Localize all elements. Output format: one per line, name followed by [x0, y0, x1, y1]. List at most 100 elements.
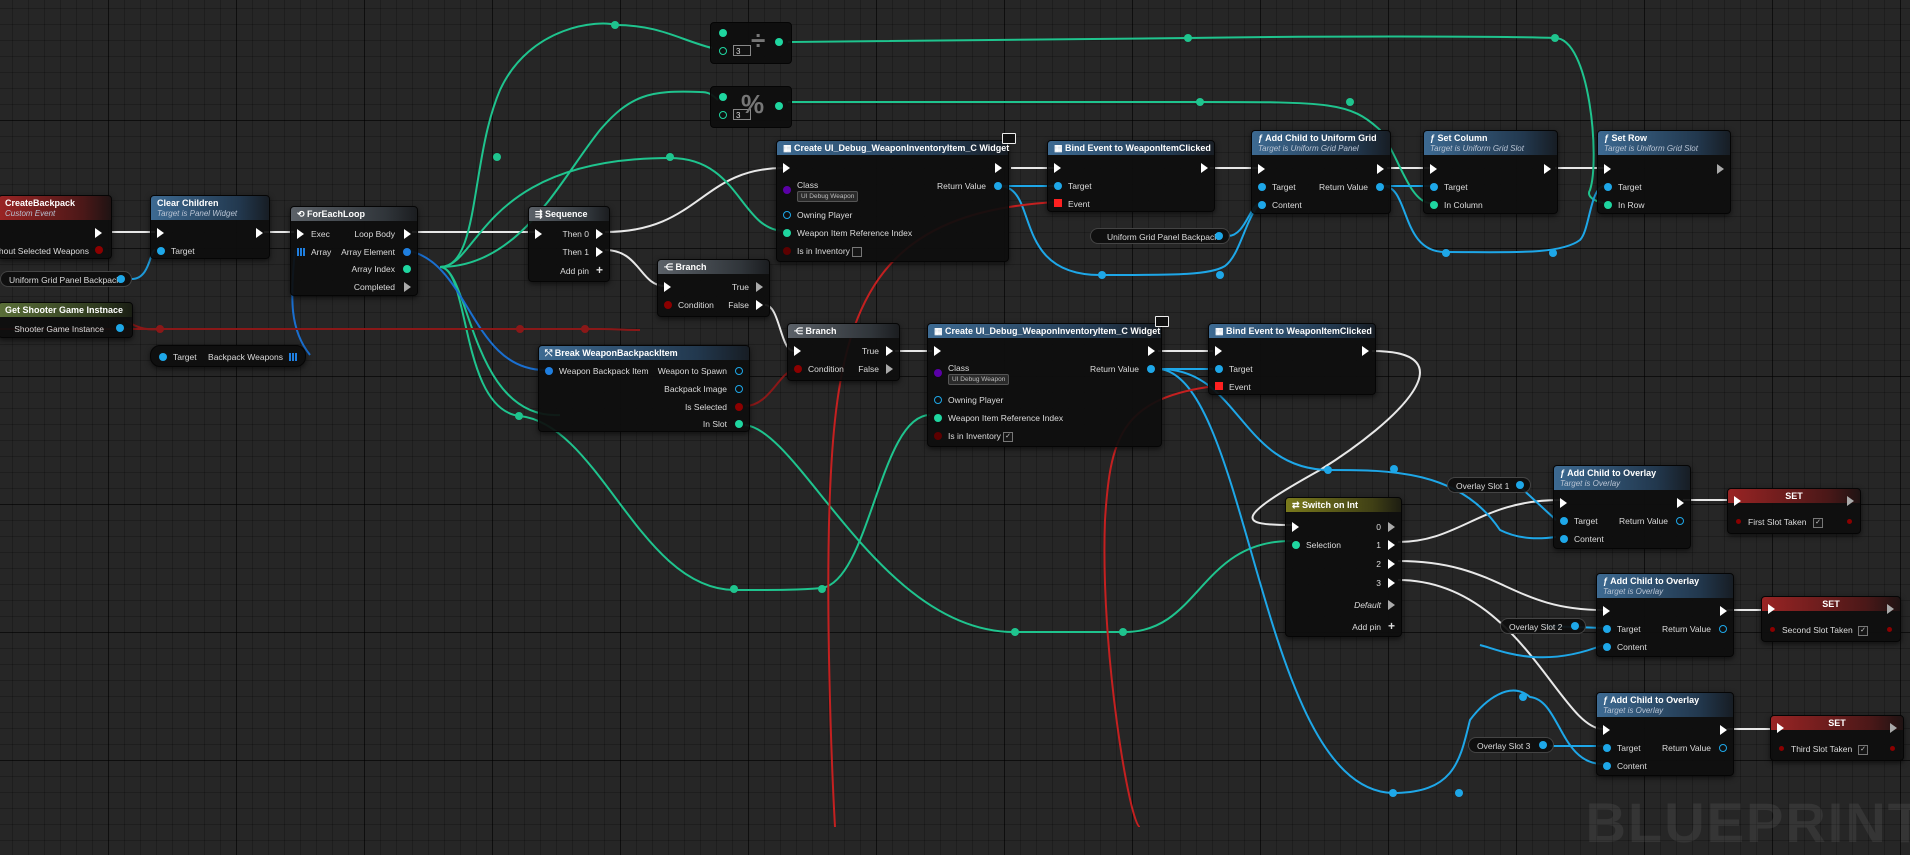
object-in-pin[interactable] — [157, 247, 165, 255]
object-out-pin[interactable] — [1539, 741, 1547, 749]
object-out-pin[interactable] — [1147, 365, 1155, 373]
create-widget-node-1[interactable]: ▦ Create UI_Debug_WeaponInventoryItem_C … — [776, 133, 1016, 262]
exec-in-pin[interactable] — [783, 163, 790, 173]
exec-out-pin[interactable] — [256, 228, 263, 238]
exec-out-pin[interactable] — [1148, 346, 1155, 356]
array-in-pin[interactable] — [297, 248, 305, 256]
exec-out-pin[interactable] — [1847, 496, 1854, 506]
exec-out-pin[interactable] — [95, 228, 102, 238]
exec-in-pin[interactable] — [1604, 164, 1611, 174]
object-out-pin[interactable] — [994, 182, 1002, 190]
object-out-pin[interactable] — [1719, 625, 1727, 633]
bool-in-pin[interactable] — [1770, 627, 1775, 632]
bool-out-pin[interactable] — [1847, 519, 1852, 524]
add-pin-button[interactable]: Add pin — [1352, 622, 1381, 632]
object-in-pin[interactable] — [1430, 183, 1438, 191]
exec-in-pin[interactable] — [1215, 346, 1222, 356]
exec-out-pin[interactable] — [1377, 164, 1384, 174]
object-in-pin[interactable] — [1603, 643, 1611, 651]
exec-out-pin[interactable] — [1388, 578, 1395, 588]
delegate-in-pin[interactable] — [1215, 382, 1223, 390]
int-in-pin[interactable] — [1604, 201, 1612, 209]
exec-out-pin[interactable] — [1388, 600, 1395, 610]
branch-node-1[interactable]: ⋲ Branch True Condition False — [657, 259, 770, 317]
exec-out-pin[interactable] — [1362, 346, 1369, 356]
overlay-slot-1-ref[interactable]: Overlay Slot 1 — [1447, 477, 1531, 493]
int-in-pin[interactable] — [719, 47, 727, 55]
create-widget-node-2[interactable]: ▦ Create UI_Debug_WeaponInventoryItem_C … — [927, 316, 1169, 447]
object-out-pin[interactable] — [1215, 232, 1223, 240]
backpack-weapons-getter-node[interactable]: Target Backpack Weapons — [150, 345, 306, 367]
exec-out-pin[interactable] — [1720, 606, 1727, 616]
int-in-pin[interactable] — [719, 93, 727, 101]
modulo-node[interactable]: 3 % — [710, 86, 792, 128]
exec-in-pin[interactable] — [297, 229, 304, 239]
divide-node[interactable]: 3 ÷ — [710, 22, 792, 64]
add-pin-button[interactable]: Add pin — [560, 266, 589, 276]
object-in-pin[interactable] — [1560, 517, 1568, 525]
bool-out-pin[interactable] — [1890, 746, 1895, 751]
exec-in-pin[interactable] — [1430, 164, 1437, 174]
exec-out-pin[interactable] — [1388, 540, 1395, 550]
exec-in-pin[interactable] — [1777, 723, 1784, 733]
class-in-pin[interactable] — [934, 369, 942, 377]
exec-in-pin[interactable] — [794, 346, 801, 356]
break-weapon-backpack-item-node[interactable]: ⤲ Break WeaponBackpackItem Weapon Backpa… — [538, 345, 750, 432]
object-in-pin[interactable] — [1603, 744, 1611, 752]
exec-out-pin[interactable] — [404, 282, 411, 292]
uniform-grid-panel-backpack-ref[interactable]: Uniform Grid Panel Backpack — [0, 271, 132, 287]
object-in-pin[interactable] — [1603, 762, 1611, 770]
exec-out-pin[interactable] — [1201, 163, 1208, 173]
exec-out-pin[interactable] — [1887, 604, 1894, 614]
class-dropdown[interactable]: UI Debug Weapon — [797, 191, 859, 202]
object-out-pin[interactable] — [1676, 517, 1684, 525]
exec-out-pin[interactable] — [596, 229, 603, 239]
exec-in-pin[interactable] — [934, 346, 941, 356]
object-out-pin[interactable] — [1376, 183, 1384, 191]
third-slot-taken-checkbox[interactable]: ✓ — [1858, 745, 1868, 755]
object-out-pin[interactable] — [116, 324, 124, 332]
object-in-pin[interactable] — [1604, 183, 1612, 191]
exec-in-pin[interactable] — [1603, 725, 1610, 735]
int-in-pin[interactable] — [719, 29, 727, 37]
divisor-input[interactable]: 3 — [733, 45, 751, 56]
exec-in-pin[interactable] — [664, 282, 671, 292]
second-slot-taken-checkbox[interactable]: ✓ — [1858, 626, 1868, 636]
set-second-slot-taken-node[interactable]: SET Second Slot Taken ✓ — [1761, 596, 1901, 642]
delegate-in-pin[interactable] — [1054, 199, 1062, 207]
object-out-pin[interactable] — [1571, 622, 1579, 630]
switch-on-int-node[interactable]: ⇄ Switch on Int Selection 0 1 2 3 Defaul… — [1285, 497, 1402, 637]
exec-out-pin[interactable] — [756, 300, 763, 310]
overlay-slot-3-ref[interactable]: Overlay Slot 3 — [1468, 737, 1554, 753]
sequence-node[interactable]: ⇶ Sequence Then 0 Then 1 Add pin + — [528, 206, 610, 282]
exec-out-pin[interactable] — [1717, 164, 1724, 174]
exec-out-pin[interactable] — [886, 346, 893, 356]
object-in-pin[interactable] — [1258, 201, 1266, 209]
exec-in-pin[interactable] — [1560, 498, 1567, 508]
exec-in-pin[interactable] — [1768, 604, 1775, 614]
exec-out-pin[interactable] — [756, 282, 763, 292]
exec-out-pin[interactable] — [1388, 522, 1395, 532]
int-in-pin[interactable] — [783, 229, 791, 237]
object-in-pin[interactable] — [1603, 625, 1611, 633]
exec-in-pin[interactable] — [1734, 496, 1741, 506]
exec-out-pin[interactable] — [1544, 164, 1551, 174]
bool-in-pin[interactable] — [794, 365, 802, 373]
int-out-pin[interactable] — [403, 265, 411, 273]
modulus-input[interactable]: 3 — [733, 109, 751, 120]
exec-out-pin[interactable] — [1388, 559, 1395, 569]
int-out-pin[interactable] — [735, 420, 743, 428]
uniform-grid-panel-backpack-ref[interactable]: Uniform Grid Panel Backpack — [1090, 228, 1230, 244]
exec-out-pin[interactable] — [596, 247, 603, 257]
exec-out-pin[interactable] — [886, 364, 893, 374]
array-out-pin[interactable] — [289, 353, 297, 361]
class-out-pin[interactable] — [735, 367, 743, 375]
int-out-pin[interactable] — [775, 102, 783, 110]
set-first-slot-taken-node[interactable]: SET First Slot Taken ✓ — [1727, 488, 1861, 534]
